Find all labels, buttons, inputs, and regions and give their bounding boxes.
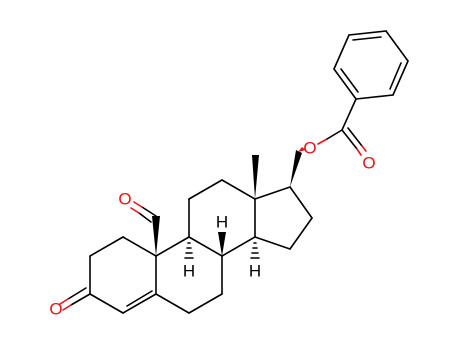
bond-c3-o-red <box>62 304 72 311</box>
bond-c-co <box>341 129 358 150</box>
atom-label-aldehyde-o: O <box>118 190 131 209</box>
bond-c14-c8 <box>221 236 256 257</box>
bond-c17-c16 <box>289 186 313 219</box>
bond-c3-o-double-red <box>59 298 69 305</box>
bond-c16-c15 <box>289 217 313 250</box>
bond-c9-c10 <box>155 236 190 257</box>
bond-ph-4 <box>348 30 387 36</box>
bond-ph-3 <box>385 30 409 62</box>
atom-label-h9: H <box>183 262 195 281</box>
bond-c19-o <box>141 206 157 217</box>
bond-o-c-red <box>317 138 328 145</box>
bond-c19-o-double-red <box>130 207 140 214</box>
bond-ph-6-inner <box>340 68 359 93</box>
atom-label-h14: H <box>249 262 261 281</box>
wedge-c17-o-red <box>298 147 306 152</box>
bond-ph-2-inner <box>389 62 402 90</box>
bond-c15-c14 <box>254 236 291 250</box>
atom-label-h8: H <box>216 213 228 232</box>
bond-ph-6 <box>333 68 357 100</box>
ester-group <box>317 98 367 156</box>
bond-c-co-double-red <box>361 145 367 152</box>
bond-c-phenyl <box>341 98 357 131</box>
bond-c8-c9 <box>188 236 223 257</box>
hash-h9 <box>184 242 194 259</box>
ketone-group <box>59 287 91 311</box>
bond-ph-4-inner <box>352 36 382 41</box>
bond-c4-c5 <box>122 293 157 314</box>
ring-a <box>89 236 157 314</box>
bond-c4-c5-double <box>126 290 153 307</box>
atom-label-ketone-o: O <box>49 300 62 319</box>
wedge-h8 <box>218 232 226 256</box>
hash-h14 <box>250 242 260 259</box>
bond-ph-2 <box>392 60 409 96</box>
atom-label-ester-o: O <box>303 139 316 158</box>
ring-b <box>155 236 223 314</box>
bond-c3-o-double <box>67 287 87 300</box>
aldehyde-group <box>130 201 157 223</box>
wedge-c10-c19 <box>152 216 160 256</box>
bond-c1-c2 <box>89 236 124 257</box>
bond-c10-c1 <box>122 236 157 257</box>
wedge-c17-o <box>290 150 302 187</box>
bond-c13-c17 <box>254 186 291 200</box>
bond-c-co-red <box>356 148 362 156</box>
bond-c3-c4 <box>89 293 124 314</box>
bond-ph-1 <box>355 94 394 100</box>
wedge-methyl-c18 <box>252 155 259 199</box>
ring-c <box>188 179 256 257</box>
bond-c19-o-double <box>138 212 152 223</box>
bond-c12-c13 <box>221 179 256 200</box>
ring-d <box>254 186 313 250</box>
bond-c-co-double <box>347 127 363 147</box>
atom-label-carbonyl-o: O <box>362 154 375 173</box>
bond-ph-5 <box>333 34 350 70</box>
bond-c11-c12 <box>188 179 223 200</box>
bond-c19-o-red <box>133 201 143 208</box>
bond-c3-o <box>70 293 91 306</box>
bond-c5-c6 <box>155 293 190 314</box>
bond-o-c <box>326 129 343 140</box>
bond-c6-c7 <box>188 293 223 314</box>
benzene-ring <box>333 30 409 100</box>
